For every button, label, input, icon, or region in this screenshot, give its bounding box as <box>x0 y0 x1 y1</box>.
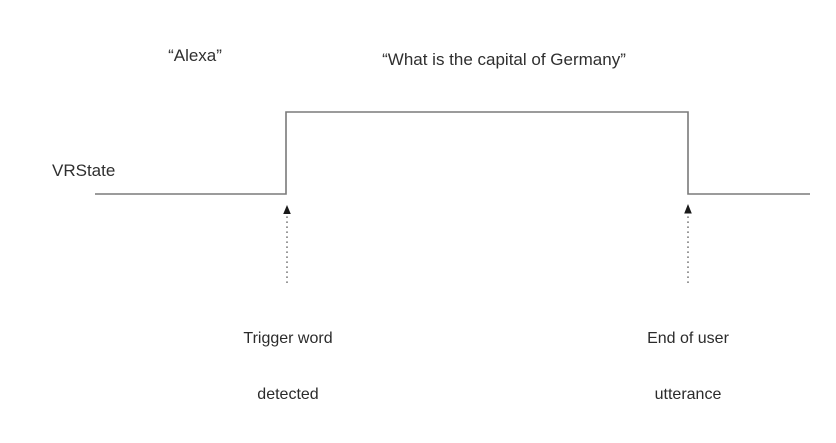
trigger-annotation-line-1: Trigger word <box>243 329 333 347</box>
trigger-word-annotation: Trigger word detected <box>188 292 388 443</box>
trigger-annotation-line-2: detected <box>257 386 319 404</box>
vrstate-timing-diagram: “Alexa” “What is the capital of Germany”… <box>52 46 810 403</box>
end-arrowhead-icon <box>684 204 692 214</box>
end-of-utterance-annotation: End of user utterance <box>588 292 788 443</box>
end-annotation-line-1: End of user <box>647 329 729 347</box>
wake-word-utterance-label: “Alexa” <box>168 46 222 65</box>
waveform-svg <box>95 111 810 283</box>
end-annotation-line-2: utterance <box>654 386 722 404</box>
vrstate-waveform-line <box>95 111 810 195</box>
vrstate-signal-label: VRState <box>52 161 116 180</box>
trigger-arrowhead-icon <box>283 205 291 214</box>
query-utterance-label: “What is the capital of Germany” <box>382 50 626 69</box>
